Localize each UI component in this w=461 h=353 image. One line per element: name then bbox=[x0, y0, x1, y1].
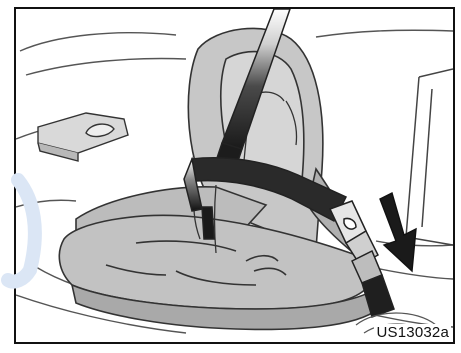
illustration-frame: US13032a bbox=[14, 7, 455, 344]
door-panel bbox=[406, 69, 453, 245]
pull-down-arrow bbox=[380, 193, 416, 271]
figure-code: US13032a bbox=[374, 324, 452, 340]
armrest bbox=[38, 113, 128, 161]
child-seat-illustration bbox=[16, 9, 453, 342]
